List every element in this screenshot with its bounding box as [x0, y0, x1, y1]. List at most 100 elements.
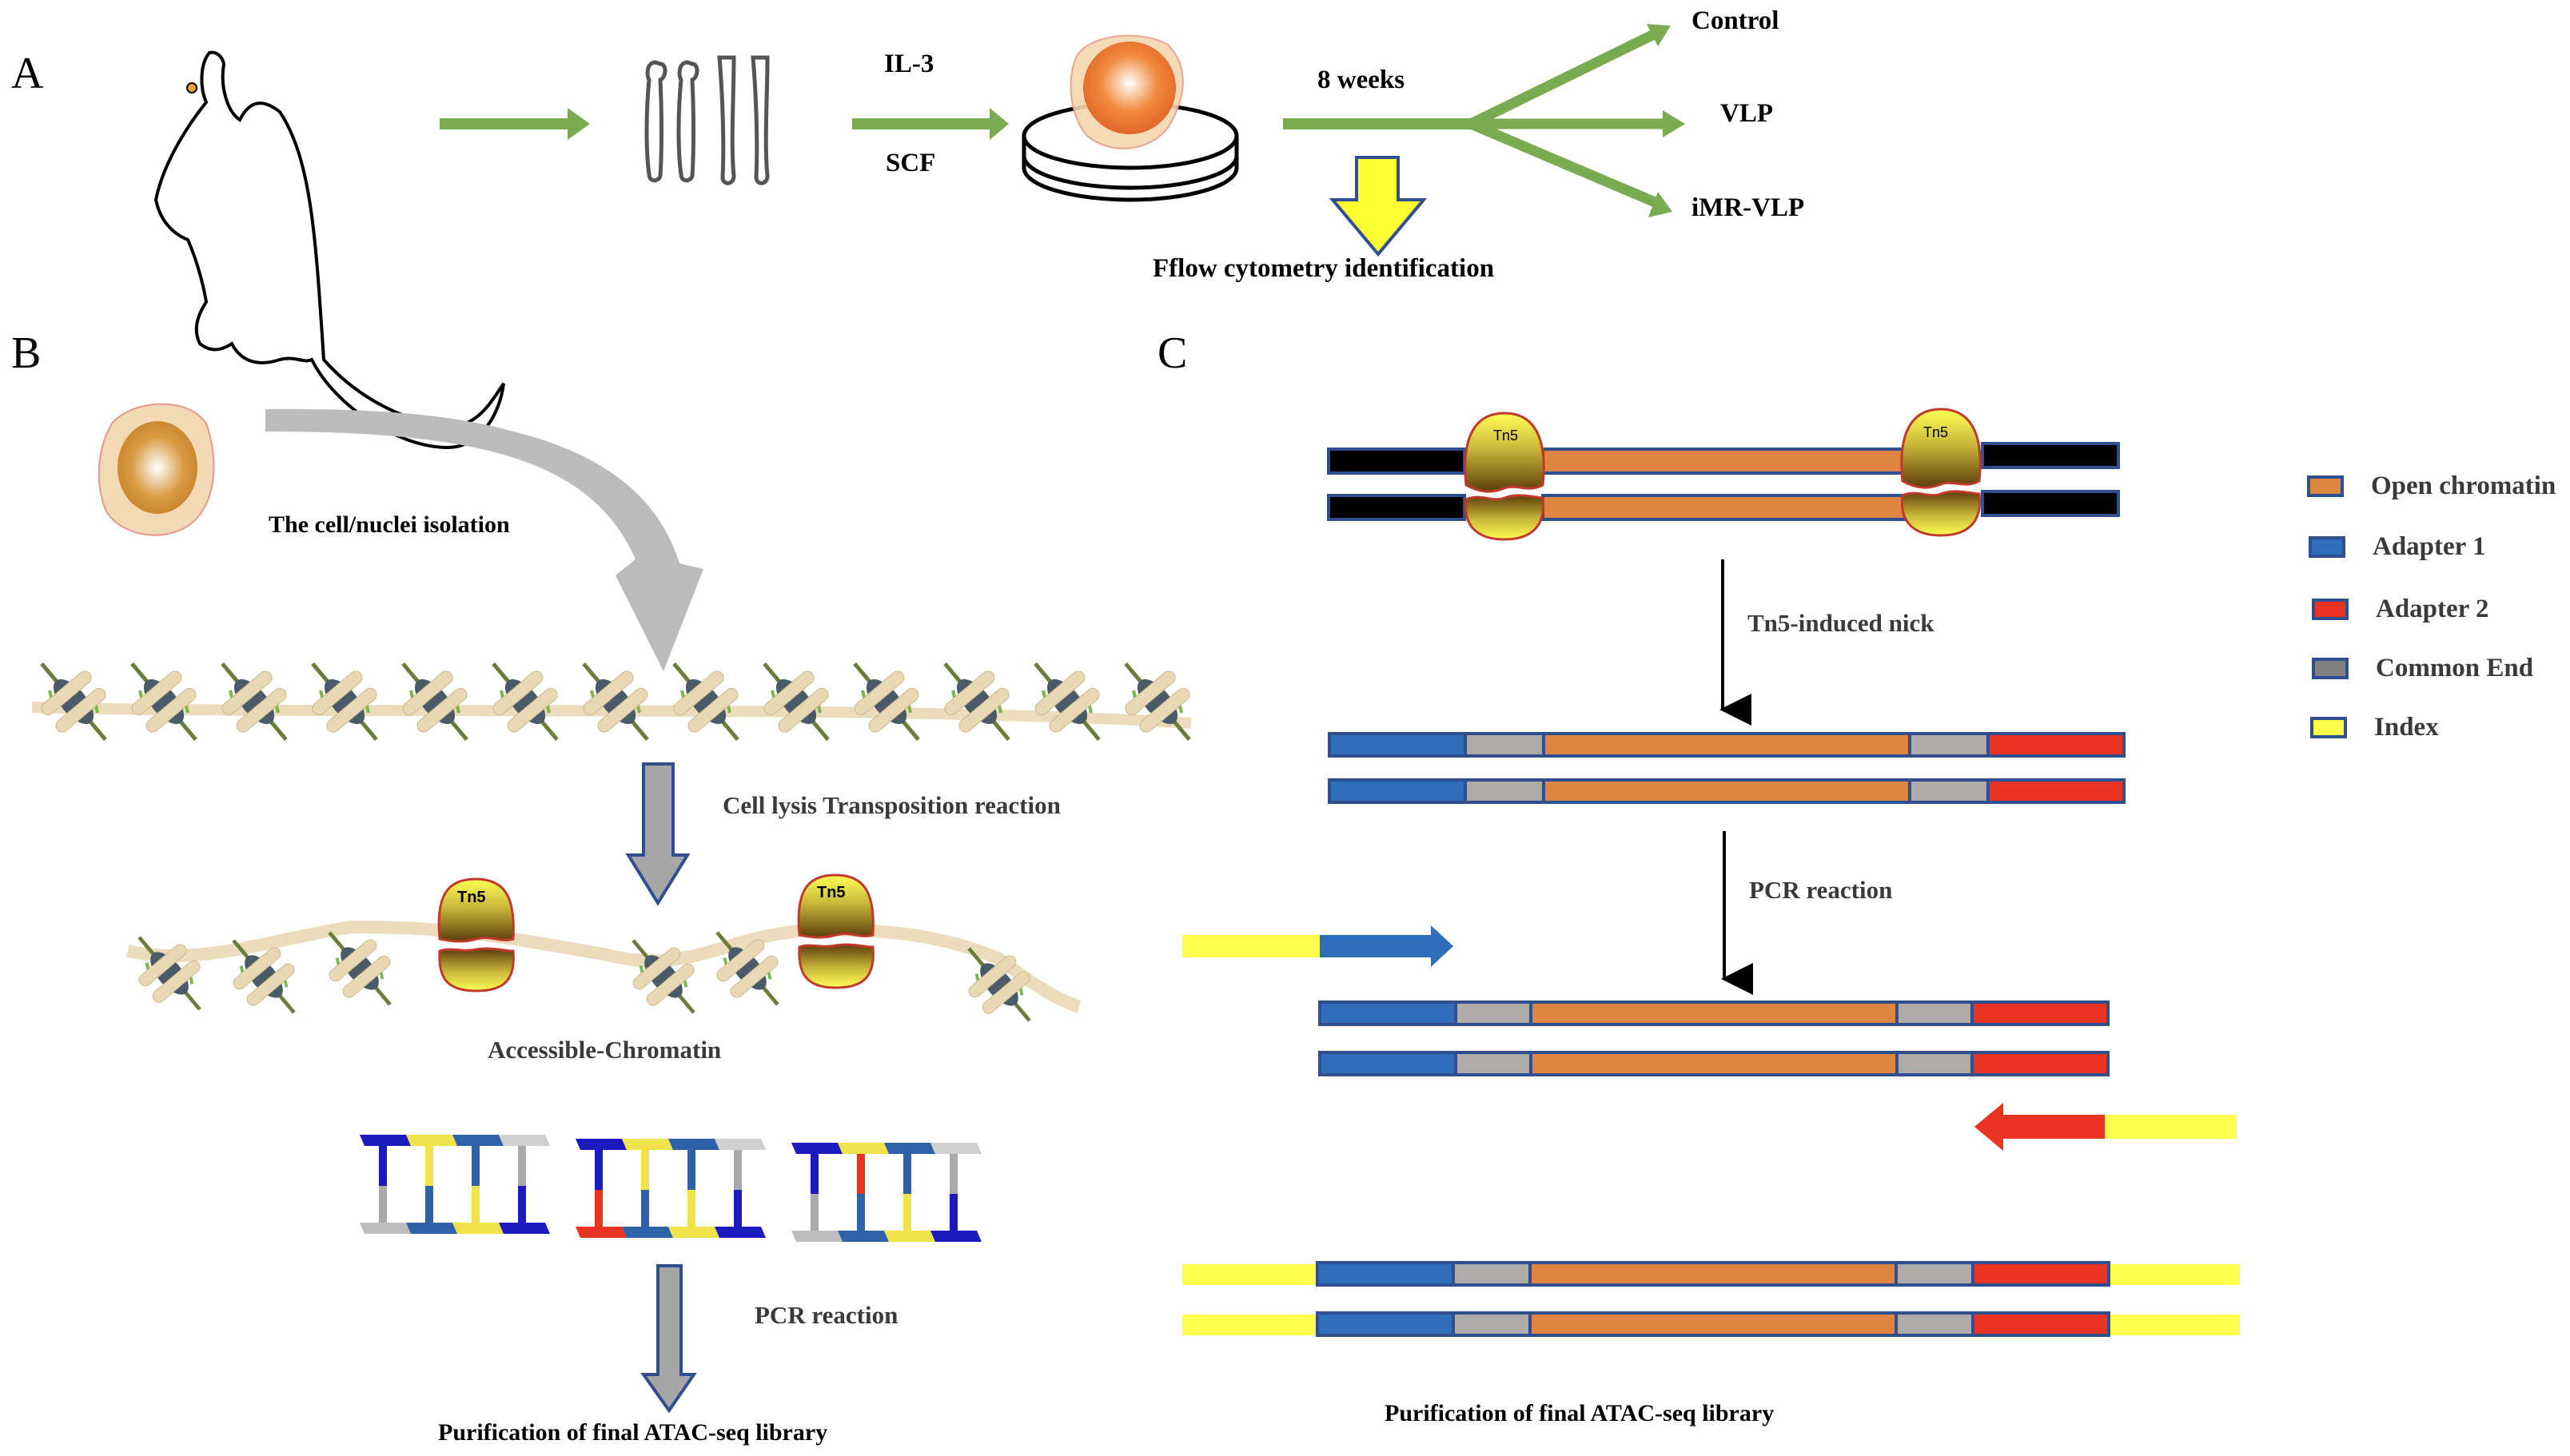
tn5-enzyme-icon [1464, 412, 1545, 541]
library-fragment [1328, 732, 2126, 758]
fragment-segment [1542, 732, 1911, 758]
tn5-enzyme-b-2 [797, 873, 875, 989]
nucleosome-icon [672, 662, 739, 742]
accessible-nucleosomes [137, 931, 1031, 1022]
fragment-segment [1316, 1261, 1455, 1287]
library-fragment [1328, 778, 2126, 804]
curved-isolation-arrow [265, 408, 703, 671]
black-dna-end [1327, 448, 1466, 475]
arrow-mouse-to-bones [440, 108, 590, 140]
tn5-enzyme-icon [1900, 408, 1982, 537]
group-control: Control [1691, 6, 1779, 35]
duration-label: 8 weeks [1317, 66, 1405, 94]
dna-ladder-icon [576, 1139, 766, 1238]
library-fragment [1318, 1001, 2110, 1026]
transposition-label: Cell lysis Transposition reaction [723, 791, 1061, 819]
fragment-segment [1452, 1311, 1532, 1337]
group-vlp: VLP [1720, 99, 1773, 128]
tn5-label-c-2: Tn5 [1923, 424, 1949, 440]
flow-cytometry-label: Fflow cytometry identification [1153, 254, 1495, 283]
legend-item-index: Index [2310, 713, 2439, 742]
fragment-segment [1986, 778, 2126, 804]
legend-label: Common End [2376, 654, 2534, 682]
nucleosome-icon [492, 662, 559, 742]
tn5-enzyme-b-1 [437, 877, 515, 993]
fragment-segment [1529, 1051, 1899, 1076]
legend-swatch [2310, 717, 2347, 738]
nucleosome-icon [1124, 662, 1191, 742]
panel-b-letter: B [11, 328, 42, 378]
fragment-segment [1454, 1001, 1532, 1026]
index-segment [1182, 1315, 1320, 1335]
nucleosome-icon [582, 662, 649, 742]
fragment-segment [1528, 1311, 1898, 1337]
tn5-label-c-1: Tn5 [1493, 428, 1519, 444]
black-dna-end [1327, 494, 1466, 521]
nucleosome-icon [763, 662, 830, 742]
transposition-arrow [625, 762, 691, 906]
nucleosome-icon [137, 936, 201, 1011]
legend-swatch [2312, 658, 2349, 679]
dna-fragments [360, 1135, 982, 1242]
fragment-segment [1908, 778, 1990, 804]
nucleosome-icon [632, 939, 695, 1014]
legend-item-adapter-2: Adapter 2 [2312, 595, 2488, 624]
index-segment [2108, 1264, 2240, 1285]
pcr-label-b: PCR reaction [755, 1301, 899, 1329]
index-segment [1182, 1264, 1320, 1285]
nucleosome-fiber [31, 662, 1192, 742]
nucleosome-icon [40, 662, 107, 742]
fragment-segment [1318, 1001, 1457, 1026]
fragment-segment [1986, 732, 2126, 758]
tn5-label-b-2: Tn5 [817, 884, 846, 901]
index-segment [2108, 1315, 2240, 1335]
legend-item-common-end: Common End [2312, 654, 2533, 683]
panel-c-fragments [1182, 408, 2240, 1337]
nucleosome-icon [967, 947, 1031, 1022]
cell-icon [1070, 34, 1184, 149]
arrow-split-groups [1283, 24, 1685, 217]
legend-label: Index [2374, 713, 2439, 742]
fragment-segment [1971, 1311, 2110, 1337]
fragment-segment [1528, 1261, 1898, 1287]
fragment-segment [1316, 1311, 1455, 1337]
flow-cytometry-arrow [1329, 156, 1428, 257]
nick-label: Tn5-induced nick [1747, 609, 1934, 637]
legend-swatch [2307, 475, 2344, 497]
fragment-segment [1908, 732, 1990, 758]
mouse-eye-icon [186, 82, 197, 93]
nucleosome-icon [130, 662, 197, 742]
nucleosome-icon [853, 662, 920, 742]
legend-item-adapter-1: Adapter 1 [2309, 532, 2485, 562]
fragment-segment [1895, 1001, 1974, 1026]
nucleosome-icon [943, 662, 1010, 742]
fragment-segment [1318, 1051, 1457, 1076]
nucleosome-icon [401, 662, 468, 742]
fragment-segment [1464, 778, 1545, 804]
legend-item-open-chromatin: Open chromatin [2307, 471, 2556, 501]
panel-a-letter: A [11, 49, 44, 98]
library-fragment [1316, 1261, 2110, 1287]
black-dna-end [1981, 490, 2120, 517]
legend-swatch [2309, 536, 2345, 558]
final-library-label-b: Purification of final ATAC-seq library [438, 1419, 828, 1446]
panel-c-letter: C [1157, 328, 1188, 378]
reverse-primer [1974, 1103, 2237, 1151]
nucleosome-icon [1034, 662, 1101, 742]
tn5-label-b-1: Tn5 [457, 889, 486, 906]
final-library-label-c: Purification of final ATAC-seq library [1385, 1400, 1775, 1426]
fragment-segment [1464, 732, 1545, 758]
library-fragment [1316, 1311, 2110, 1337]
nucleosome-icon [311, 662, 378, 742]
fragment-segment [1895, 1261, 1974, 1287]
fragment-segment [1895, 1051, 1974, 1076]
fragment-segment [1542, 778, 1911, 804]
library-fragment [1318, 1051, 2110, 1076]
fragment-segment [1452, 1261, 1532, 1287]
fragment-segment [1529, 1001, 1899, 1026]
legend-swatch [2312, 599, 2349, 620]
dna-ladder-icon [360, 1135, 550, 1234]
black-dna-end [1981, 442, 2120, 469]
growth-factor-il3: IL-3 [884, 50, 934, 78]
